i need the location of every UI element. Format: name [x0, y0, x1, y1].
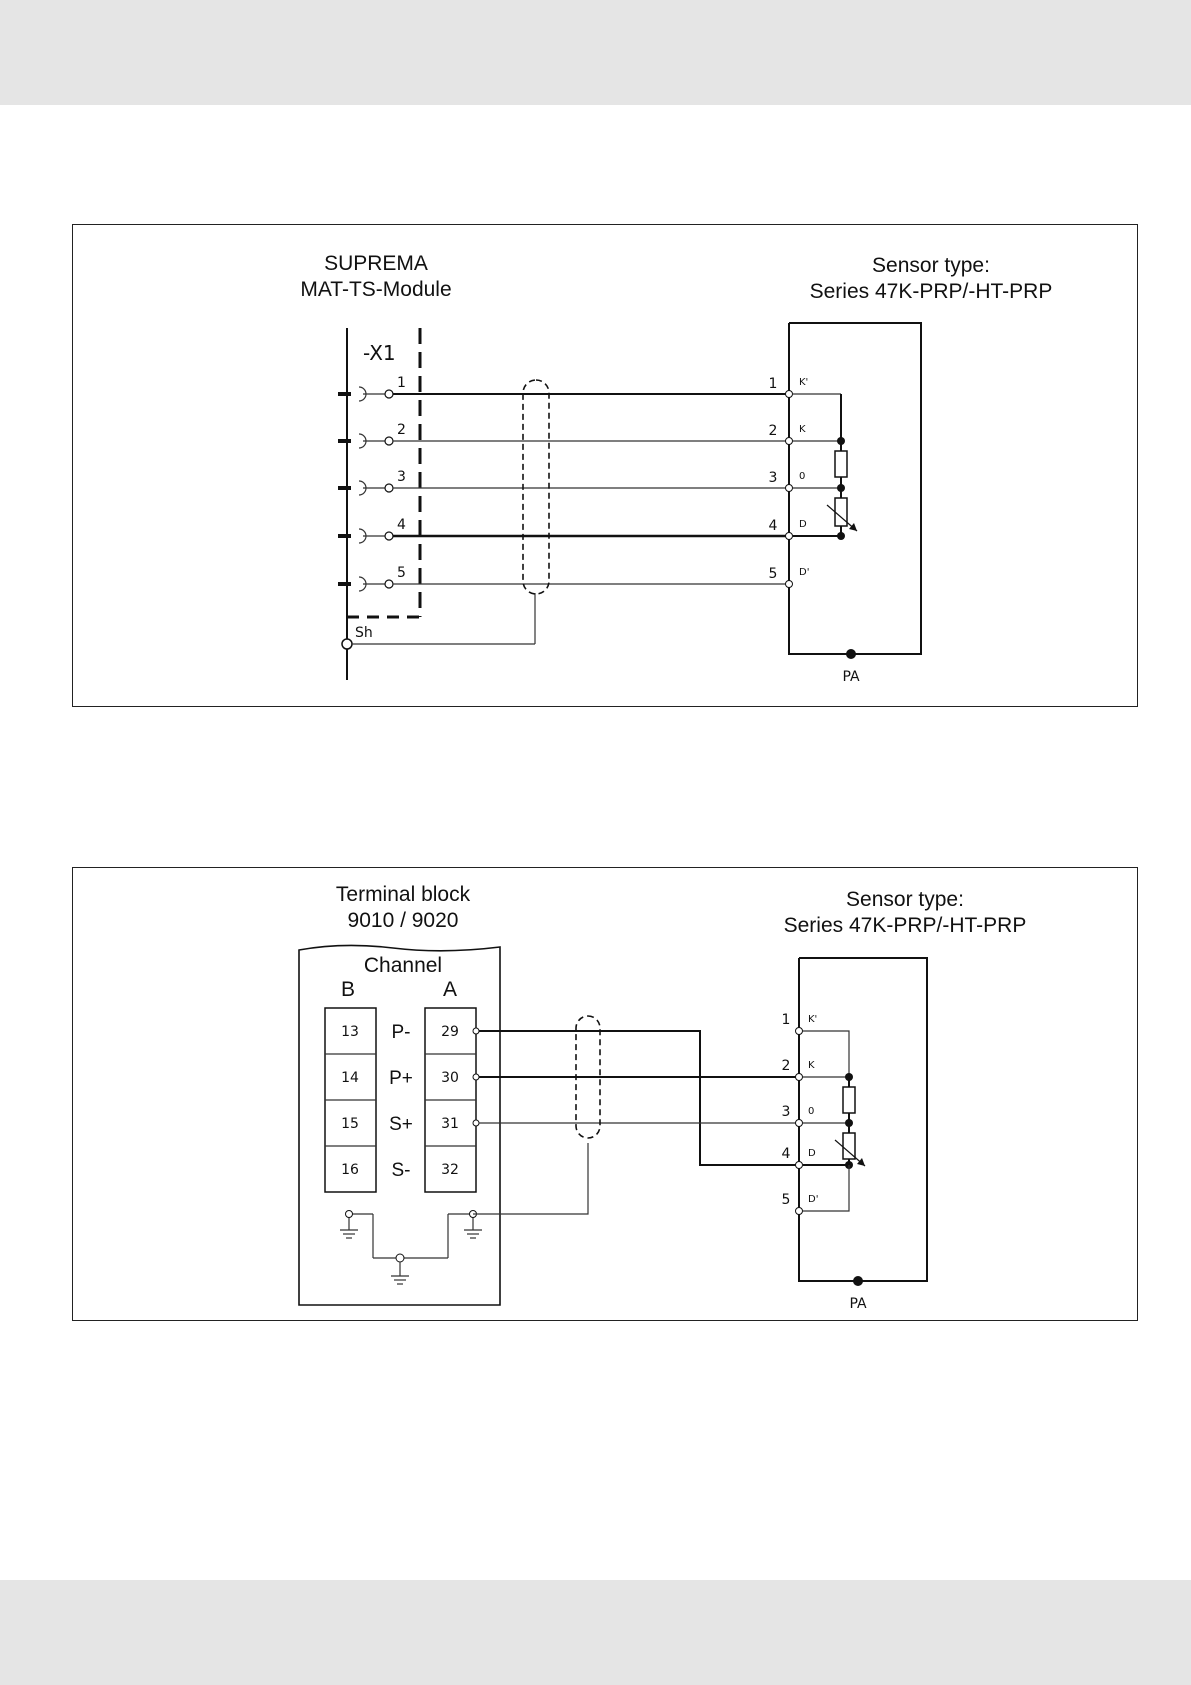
b-terminal-15: 15 [341, 1116, 359, 1132]
block-title-line2: 9010 / 9020 [348, 909, 459, 932]
sensor-pin-code: K' [808, 1014, 817, 1025]
ground-icon [464, 1211, 482, 1239]
b-terminal-13: 13 [341, 1024, 359, 1040]
terminal-label: 4 [397, 517, 406, 533]
signal-labels: P- P+ S+ S- [389, 1022, 413, 1181]
column-a-label: A [443, 978, 457, 1001]
module-terminal-2: 2 [338, 422, 406, 448]
wiring-diagram-2-svg: Terminal block 9010 / 9020 Sensor type: … [73, 868, 1139, 1322]
sensor-housing: PA [789, 323, 921, 685]
a-terminal-31: 31 [441, 1116, 459, 1132]
b-terminal-16: 16 [341, 1162, 359, 1178]
sensor-title-line2: Series 47K-PRP/-HT-PRP [810, 280, 1053, 303]
a-terminal-32: 32 [441, 1162, 459, 1178]
sensor-pin-number: 5 [782, 1192, 791, 1208]
a-terminal-29: 29 [441, 1024, 459, 1040]
signal-p-minus: P- [392, 1022, 411, 1043]
sensor-pin-number: 4 [782, 1146, 791, 1162]
sensor-pin-code: K' [799, 377, 808, 388]
connector-label: -X1 [363, 341, 396, 365]
signal-p-plus: P+ [389, 1068, 413, 1089]
sensor-pin-number: 4 [769, 518, 778, 534]
signal-s-minus: S- [392, 1160, 411, 1181]
fixed-resistor-icon [843, 1087, 855, 1113]
shield-label: Sh [355, 625, 373, 641]
cable-wires [393, 394, 789, 584]
terminal-label: 3 [397, 469, 406, 485]
sensor-pin-number: 2 [769, 423, 778, 439]
b-terminal-column: 13 14 15 16 [325, 1008, 376, 1192]
sensor-internal-circuit [803, 1031, 865, 1211]
sensor-housing: PA [799, 958, 927, 1312]
shield-connection: Sh [342, 593, 535, 649]
b-terminal-14: 14 [341, 1070, 359, 1086]
sensor-pin-code: D [808, 1148, 816, 1159]
signal-s-plus: S+ [389, 1114, 413, 1135]
pa-label: PA [842, 669, 860, 685]
sensor-pin-number: 1 [769, 376, 778, 392]
module-title-line2: MAT-TS-Module [300, 278, 451, 301]
sensor-pin-code: 0 [808, 1106, 814, 1117]
bottom-margin-band [0, 1580, 1191, 1685]
wiring-diagram-1-svg: SUPREMA MAT-TS-Module Sensor type: Serie… [73, 225, 1139, 708]
sensor-pin-code: D' [808, 1194, 818, 1205]
block-title-line1: Terminal block [336, 883, 471, 906]
module-title-line1: SUPREMA [324, 252, 428, 275]
sensor-pin-number: 3 [769, 470, 778, 486]
ground-network [340, 1211, 482, 1285]
a-terminal-30: 30 [441, 1070, 459, 1086]
module-terminal-5: 5 [338, 565, 406, 591]
sensor-pin-number: 3 [782, 1104, 791, 1120]
column-b-label: B [341, 978, 355, 1001]
wiring-diagram-suprema: SUPREMA MAT-TS-Module Sensor type: Serie… [72, 224, 1138, 707]
wiring-diagram-terminal-block: Terminal block 9010 / 9020 Sensor type: … [72, 867, 1138, 1321]
module-terminal-1: 1 [338, 375, 406, 401]
sensor-pin-code: K [808, 1060, 815, 1071]
terminal-label: 2 [397, 422, 406, 438]
ground-icon [340, 1211, 358, 1239]
sensor-pin-number: 2 [782, 1058, 791, 1074]
a-terminal-column: 29 30 31 32 [425, 1008, 476, 1192]
sensor-title-line1: Sensor type: [846, 888, 964, 911]
cable-wires [473, 1028, 799, 1214]
sensor-pin-code: K [799, 424, 806, 435]
sensor-title-line2: Series 47K-PRP/-HT-PRP [784, 914, 1027, 937]
top-margin-band [0, 0, 1191, 105]
channel-label: Channel [364, 954, 442, 977]
cable-shield [523, 380, 549, 594]
module-terminal-4: 4 [338, 517, 406, 543]
sensor-pin-code: D' [799, 567, 809, 578]
sensor-pin-number: 1 [782, 1012, 791, 1028]
terminal-label: 5 [397, 565, 406, 581]
sensor-pin-code: 0 [799, 471, 805, 482]
fixed-resistor-icon [835, 451, 847, 477]
sensor-title-line1: Sensor type: [872, 254, 990, 277]
sensor-pin-number: 5 [769, 566, 778, 582]
terminal-label: 1 [397, 375, 406, 391]
sensor-pin-code: D [799, 519, 807, 530]
module-terminal-3: 3 [338, 469, 406, 495]
pa-label: PA [849, 1296, 867, 1312]
